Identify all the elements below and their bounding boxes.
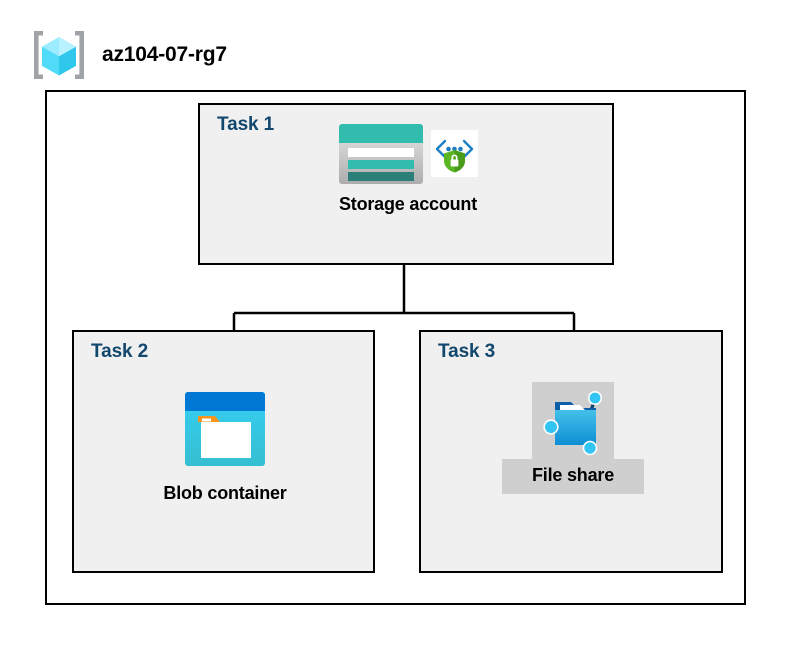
- blob-container-icon: [183, 389, 267, 483]
- task-box-2[interactable]: Task 2: [72, 330, 375, 573]
- storage-account-caption: Storage account: [338, 194, 478, 214]
- resource-group-header: az104-07-rg7: [30, 27, 227, 83]
- secure-transfer-icon: [431, 123, 478, 177]
- resource-group-name: az104-07-rg7: [102, 43, 227, 66]
- storage-account-icon: [338, 123, 424, 185]
- task-3-label: Task 3: [438, 341, 496, 362]
- blob-container-caption: Blob container: [163, 483, 287, 503]
- task-box-1[interactable]: Task 1: [198, 103, 614, 265]
- node-blob-container[interactable]: Blob container: [125, 389, 325, 504]
- node-storage-account[interactable]: Storage account: [290, 123, 526, 215]
- file-share-caption: File share: [531, 465, 615, 485]
- task-box-3[interactable]: Task 3: [419, 330, 723, 573]
- storage-account-icon-group: [338, 123, 478, 185]
- task-1-label: Task 1: [217, 114, 275, 135]
- file-share-highlight-icon: [532, 382, 614, 459]
- resource-group-icon: [30, 28, 88, 82]
- file-share-highlight-caption: File share: [501, 459, 645, 494]
- task-2-label: Task 2: [91, 341, 149, 362]
- node-file-share[interactable]: File share: [501, 382, 645, 494]
